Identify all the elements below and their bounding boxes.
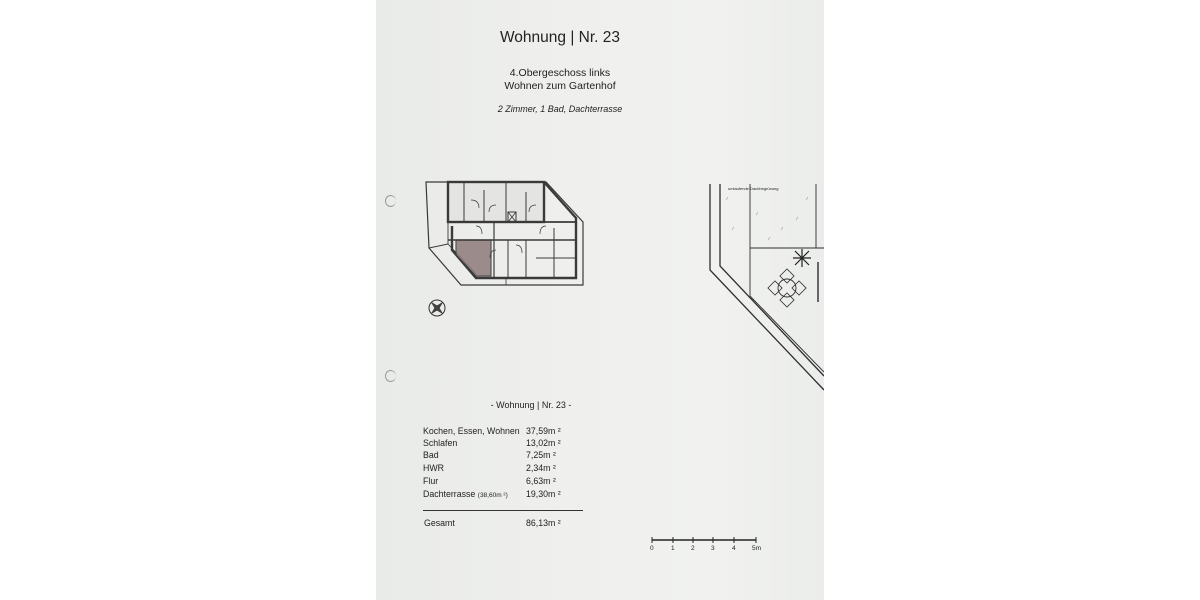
area-table-title: - Wohnung | Nr. 23 - (490, 400, 572, 410)
area-row-value: 6,63m ² (526, 476, 556, 486)
rooms-summary: 2 Zimmer, 1 Bad, Dachterrasse (497, 104, 623, 114)
plan-drawings (425, 180, 824, 543)
area-row-value: 37,59m ² (526, 426, 561, 436)
scale-label-1: 1 (671, 545, 675, 552)
building-overview-plan (425, 180, 584, 286)
scale-label-2: 2 (691, 545, 695, 552)
area-row-name: Bad (423, 450, 439, 460)
area-row-value: 2,34m ² (526, 463, 556, 473)
punch-hole-bottom (385, 370, 396, 382)
north-arrow-icon (428, 299, 446, 317)
terrace-note: umlaufende Dachbegrünung (728, 186, 779, 191)
area-row-name-text: Dachterrasse (423, 489, 476, 499)
apartment-title: Wohnung | Nr. 23 (499, 29, 621, 46)
scale-bar (651, 537, 757, 543)
scale-label-5: 5m (752, 545, 762, 552)
area-row-name: Kochen, Essen, Wohnen (423, 426, 520, 436)
table-divider (423, 510, 583, 511)
scale-label-4: 4 (732, 545, 736, 552)
floor-plan-sheet: Wohnung | Nr. 23 4.Obergeschoss links Wo… (376, 0, 824, 600)
area-row-name: Flur (423, 476, 439, 486)
floor-label: 4.Obergeschoss links (509, 67, 611, 79)
scale-label-0: 0 (650, 545, 654, 552)
area-row-note: (38,60m ²) (477, 492, 508, 499)
area-row-name: Dachterrasse (38,60m ²) (423, 489, 508, 499)
area-row-value: 7,25m ² (526, 450, 556, 460)
area-row-value: 19,30m ² (526, 489, 561, 499)
location-label: Wohnen zum Gartenhof (504, 80, 616, 92)
punch-hole-top (385, 195, 396, 207)
area-row-name: HWR (423, 463, 445, 473)
total-value: 86,13m ² (526, 518, 561, 528)
area-row-name: Schlafen (423, 438, 458, 448)
area-row-value: 13,02m ² (526, 438, 561, 448)
scale-label-3: 3 (711, 545, 715, 552)
detail-plan-fragment (709, 184, 824, 391)
plant-icon (793, 249, 811, 267)
total-label: Gesamt (424, 518, 455, 528)
